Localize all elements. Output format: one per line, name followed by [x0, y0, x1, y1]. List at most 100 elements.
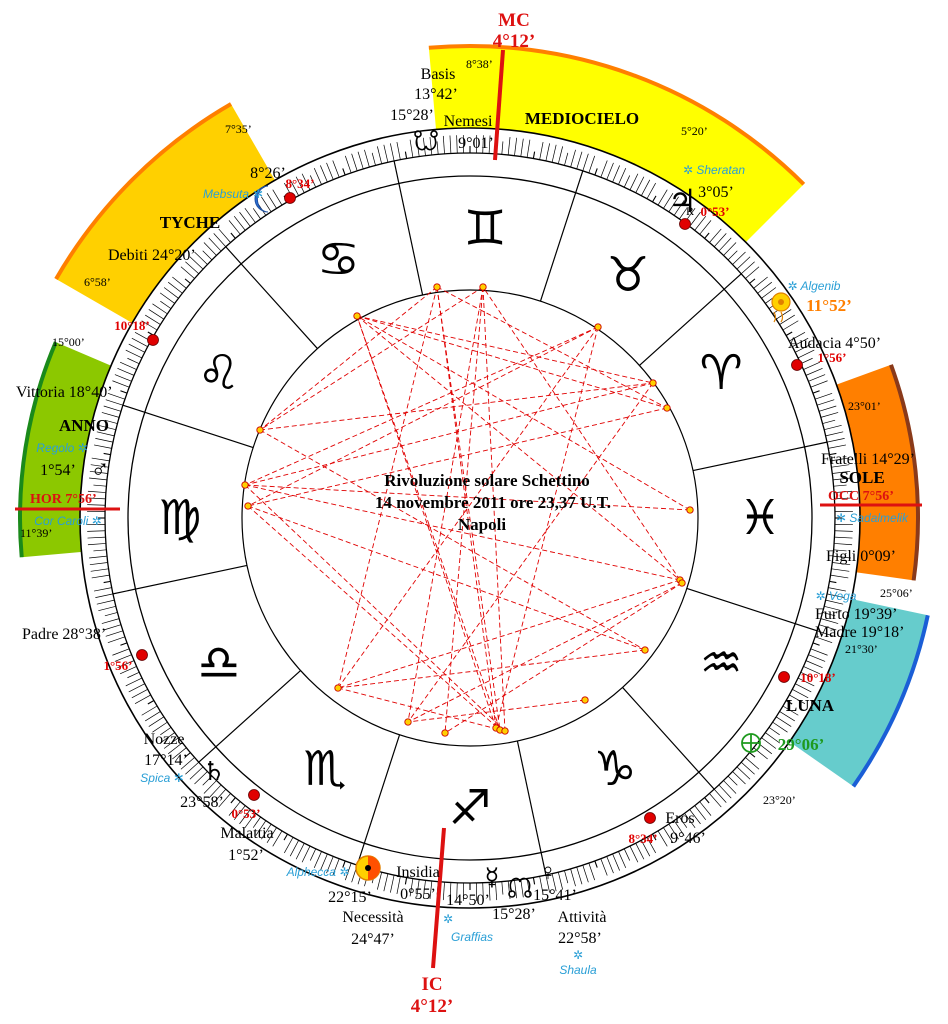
- degree-tick: [723, 780, 737, 794]
- degree-tick: [745, 757, 760, 770]
- moon-marker: [284, 192, 296, 204]
- aspect-line: [407, 286, 484, 723]
- regolo-star: Regolo ✲: [36, 441, 87, 455]
- degree-tick: [120, 642, 128, 646]
- degree-tick: [825, 431, 844, 437]
- degree-tick: [684, 813, 696, 829]
- mediocielo-deg-b: 5°20’: [681, 124, 708, 138]
- degree-tick: [295, 843, 305, 860]
- degree-tick: [657, 830, 668, 847]
- degree-tick: [832, 477, 851, 481]
- north-node-icon: [508, 877, 532, 898]
- basis-label: Basis: [421, 66, 456, 83]
- sign-divider: [356, 734, 401, 866]
- aspect-line: [244, 326, 599, 486]
- aspect-point: [256, 426, 264, 434]
- degree-tick: [127, 671, 140, 679]
- degree-tick: [383, 144, 389, 163]
- degree-tick: [344, 155, 352, 173]
- degree-tick: [768, 727, 780, 736]
- malattia-degree: 1°52’: [228, 847, 264, 864]
- axes: [15, 49, 922, 969]
- aquarius-icon: ♒︎: [700, 635, 743, 691]
- degree-tick: [203, 780, 217, 794]
- aspect-line: [356, 315, 497, 729]
- degree-tick: [101, 618, 120, 624]
- degree-tick: [539, 141, 544, 160]
- degree-tick: [252, 208, 261, 220]
- aspect-points: [241, 283, 694, 737]
- aspect-line: [259, 286, 438, 431]
- mediocielo-sector: [428, 45, 804, 246]
- sagittarius-icon: ♐︎: [448, 780, 491, 836]
- degree-tick: [757, 281, 773, 294]
- aspect-line: [436, 286, 497, 729]
- aspect-point: [479, 283, 487, 291]
- nemesi-label: Nemesi: [444, 113, 493, 130]
- degree-tick: [90, 568, 109, 572]
- degree-tick: [89, 562, 108, 566]
- eros-degree: 9°46’: [670, 830, 706, 847]
- sign-divider: [539, 170, 584, 302]
- marker-1018-bottom: [778, 671, 790, 683]
- sun-bottom-icon: [355, 855, 381, 881]
- degree-tick: [834, 543, 853, 546]
- degree-tick: [699, 801, 712, 816]
- degree-tick: [775, 716, 792, 727]
- degree-tick: [119, 666, 137, 675]
- degree-tick: [145, 711, 161, 722]
- degree-tick: [429, 137, 433, 156]
- marker-1018-top: [147, 334, 159, 346]
- capricorn-icon: ♑︎: [593, 741, 636, 797]
- aspect-line: [482, 286, 681, 581]
- degree-tick: [612, 165, 620, 183]
- vittoria-label: Vittoria 18°40’: [16, 384, 113, 401]
- degree-tick: [600, 858, 608, 876]
- malattia-label: Malattia: [220, 825, 273, 842]
- degree-tick: [429, 880, 433, 899]
- sole-deg-a: 23°01’: [848, 399, 881, 413]
- degree-tick: [600, 160, 608, 178]
- degree-tick: [803, 666, 821, 675]
- shaula-star-icon: ✲: [573, 948, 583, 962]
- eros-red-degree: 8°34’: [628, 831, 657, 846]
- degree-tick: [830, 574, 849, 579]
- degree-tick: [416, 879, 420, 898]
- aspect-line: [244, 382, 654, 486]
- node-top-degree: 15°28’: [390, 107, 434, 124]
- degree-tick: [723, 242, 737, 256]
- degree-tick: [749, 752, 756, 758]
- cor-caroli-star: Cor Caroli ✲: [34, 514, 101, 528]
- degree-tick: [657, 189, 668, 206]
- degree-tick: [95, 438, 114, 443]
- degree-tick: [89, 470, 108, 474]
- degree-tick: [87, 490, 106, 493]
- degree-tick: [673, 200, 685, 216]
- degree-tick: [295, 176, 305, 193]
- degree-tick: [320, 165, 328, 183]
- degree-tick: [244, 813, 256, 829]
- degree-tick: [383, 873, 389, 892]
- degree-tick: [189, 256, 204, 270]
- degree-tick: [141, 705, 158, 716]
- degree-tick: [805, 660, 823, 668]
- degree-tick: [104, 419, 118, 424]
- necessita-label: Necessità: [342, 909, 403, 926]
- anno-deg-b: 11°39’: [20, 526, 52, 540]
- degree-tick: [456, 882, 458, 901]
- degree-tick: [709, 228, 722, 243]
- nemesi-degree: 9°01’: [458, 135, 494, 152]
- degree-tick: [818, 405, 837, 412]
- degree-tick: [87, 536, 106, 539]
- degree-tick: [694, 215, 707, 231]
- degree-tick: [526, 139, 531, 158]
- aspect-line: [259, 429, 646, 651]
- sign-dividers: [112, 160, 828, 876]
- degree-tick: [185, 761, 199, 775]
- aspect-line: [407, 382, 654, 723]
- node-bottom-degree: 15°28’: [492, 906, 536, 923]
- degree-tick: [261, 196, 272, 213]
- mars-icon: ♂: [90, 455, 110, 484]
- degree-tick: [159, 732, 175, 744]
- degree-tick: [641, 840, 651, 857]
